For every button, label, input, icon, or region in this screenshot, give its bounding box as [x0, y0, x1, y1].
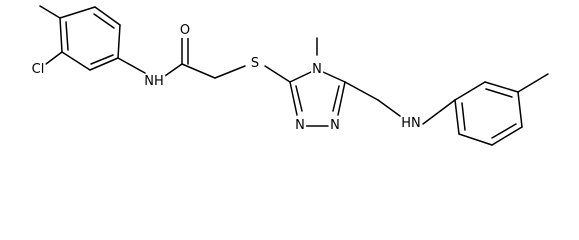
bond	[59, 17, 63, 53]
bond	[454, 99, 460, 135]
triazole-n-label: N	[329, 118, 341, 133]
bond	[45, 51, 63, 65]
bond	[289, 71, 312, 83]
triazole-n-methyl-label: N	[311, 62, 323, 77]
molecule-canvas: Cl NH O S N N N HN	[30, 5, 549, 146]
triazole-n-label: N	[294, 118, 306, 133]
bond-double-inner	[491, 123, 517, 139]
bond-double-inner	[295, 85, 303, 112]
bond	[89, 57, 119, 71]
bond	[39, 5, 61, 19]
bond	[484, 81, 519, 93]
bond	[517, 91, 523, 128]
bond	[59, 6, 96, 19]
bond	[161, 63, 183, 79]
bond	[94, 6, 121, 26]
bond-layer	[39, 5, 549, 146]
bond	[377, 99, 401, 117]
bond	[517, 73, 549, 93]
bond	[214, 65, 246, 79]
sulfur-atom-label: S	[249, 56, 261, 71]
bond	[491, 126, 523, 146]
bond	[117, 24, 121, 59]
bond	[61, 51, 91, 71]
bond	[289, 81, 298, 116]
bond	[344, 81, 379, 101]
bond	[454, 81, 486, 101]
bond	[458, 133, 493, 146]
bond	[337, 81, 346, 116]
bond	[322, 71, 346, 83]
bond-double-inner	[332, 85, 340, 112]
bond	[422, 99, 456, 125]
bond-double-inner	[461, 102, 466, 131]
bond	[181, 63, 216, 79]
bond-double-inner	[93, 13, 115, 29]
bond	[264, 65, 291, 83]
amine-hn-label: HN	[400, 116, 422, 131]
carbonyl-oxygen-label: O	[178, 23, 192, 38]
bond-double-inner	[485, 88, 513, 98]
bond	[117, 57, 146, 74]
bond-double-inner	[65, 21, 69, 51]
bond-double-inner	[90, 54, 114, 65]
amide-nh-label: NH	[143, 74, 165, 89]
chlorine-atom-label: Cl	[30, 62, 46, 77]
